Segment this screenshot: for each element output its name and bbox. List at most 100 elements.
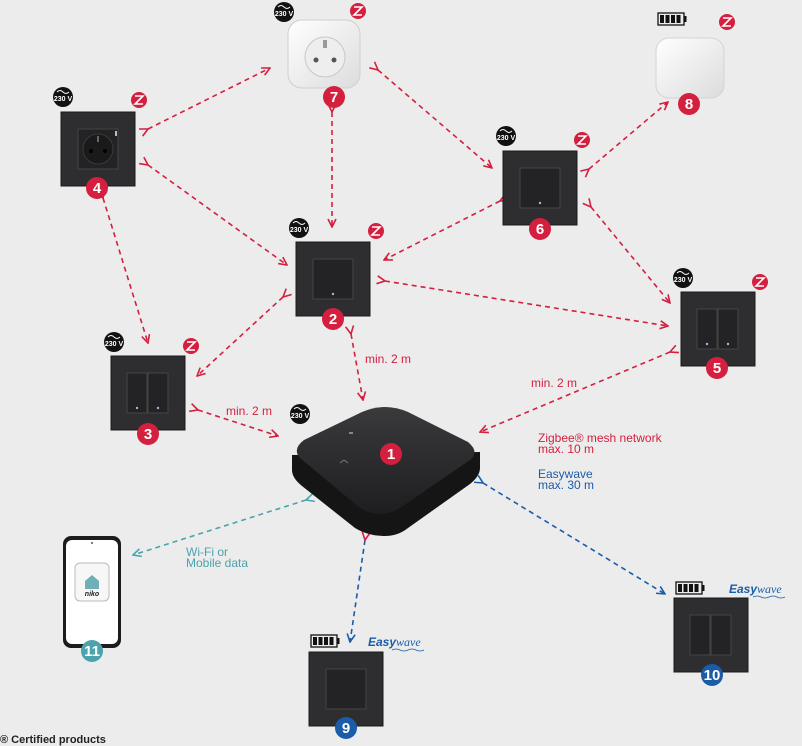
zigbee-z-icon-2	[368, 223, 384, 239]
voltage-label-2: 230 V	[290, 227, 309, 234]
number-badge-1	[380, 443, 402, 465]
battery-icon-10	[675, 581, 705, 595]
number-badge-4	[86, 177, 108, 199]
distance-label-5-1: min. 2 m	[531, 376, 578, 390]
number-badge-5	[706, 357, 728, 379]
link-2-5	[385, 281, 668, 326]
device-11-phone[interactable]: niko 11	[63, 536, 121, 662]
zigbee-z-icon-5	[752, 274, 768, 290]
zigbee-z-icon-8	[719, 14, 735, 30]
voltage-badge-2: 230 V	[289, 218, 309, 238]
switch-rocker-5a	[696, 308, 718, 350]
easywave-logo-part1-10: Easy	[729, 582, 758, 596]
svg-text:Easywave: Easywave	[729, 582, 782, 596]
easywave-range-label: max. 30 m	[538, 478, 595, 492]
link-7-4	[148, 68, 270, 129]
number-label-2: 2	[329, 311, 337, 328]
hub-led	[349, 432, 353, 434]
socket-pin-4	[97, 136, 99, 142]
number-label-4: 4	[93, 180, 102, 197]
home-icon	[85, 575, 99, 589]
distance-label-3-1: min. 2 m	[226, 404, 273, 418]
voltage-label-5: 230 V	[674, 277, 693, 284]
switch-rocker-9	[325, 668, 367, 710]
device-7-plug[interactable]: 230 V 7	[274, 2, 366, 108]
number-label-5: 5	[713, 360, 721, 377]
device-2-switch[interactable]: 230 V 2	[289, 218, 384, 330]
number-badge-3	[137, 423, 159, 445]
easywave-logo-part2-10: wave	[757, 582, 782, 596]
device-8-sensor[interactable]: 8	[655, 12, 735, 115]
device-9-switch[interactable]: Easywave 9	[308, 634, 425, 739]
easywave-label: Easywave	[538, 467, 593, 481]
link-1-9	[350, 540, 365, 642]
svg-text:Easywave: Easywave	[368, 635, 421, 649]
socket-cup-4	[82, 133, 114, 165]
device-1-hub[interactable]: 230 V 1	[290, 404, 480, 536]
device-10-switch[interactable]: Easywave 10	[673, 581, 786, 686]
number-badge-6	[529, 218, 551, 240]
link-2-1	[351, 334, 363, 400]
plug-hole-7a	[313, 57, 319, 63]
zigbee-z-icon-4	[131, 92, 147, 108]
link-4-2	[148, 165, 287, 265]
link-2-3	[197, 297, 283, 376]
switch-led-3b	[156, 406, 160, 410]
easywave-logo-part1-9: Easy	[368, 635, 397, 649]
switch-led-6	[538, 201, 542, 205]
socket-hole-4a	[89, 149, 93, 153]
phone-camera-11	[91, 542, 93, 544]
zigbee-mesh-label: Zigbee® mesh network	[538, 431, 662, 445]
zigbee-z-icon-7	[350, 3, 366, 19]
number-badge-8	[678, 93, 700, 115]
switch-led-3a	[135, 406, 139, 410]
device-6-switch[interactable]: 230 V 6	[496, 126, 590, 240]
voltage-badge-5: 230 V	[673, 268, 693, 288]
voltage-badge-6: 230 V	[496, 126, 516, 146]
number-label-10: 10	[704, 667, 721, 684]
link-8-6	[589, 102, 668, 169]
switch-rocker-10b	[710, 614, 732, 656]
zigbee-z-icon-6	[574, 132, 590, 148]
link-5-1	[480, 352, 670, 432]
voltage-badge-7: 230 V	[274, 2, 294, 22]
device-5-switch[interactable]: 230 V 5	[673, 268, 768, 379]
device-4-socket[interactable]: 230 V 4	[53, 87, 147, 199]
certified-footnote: ® Certified products	[0, 734, 106, 746]
voltage-label-1: 230 V	[291, 413, 310, 420]
number-badge-11	[81, 640, 103, 662]
link-6-2	[384, 201, 500, 260]
distance-label-2-1: min. 2 m	[365, 352, 412, 366]
switch-rocker-3a	[126, 372, 148, 414]
number-badge-2	[322, 308, 344, 330]
number-label-7: 7	[330, 89, 338, 106]
voltage-label-3: 230 V	[105, 341, 124, 348]
link-1-11	[133, 500, 306, 555]
device-3-switch[interactable]: 230 V 3	[104, 332, 199, 445]
wifi-links	[133, 500, 306, 555]
wifi-label: Wi-Fi or	[186, 545, 228, 559]
mobile-data-label: Mobile data	[186, 556, 249, 570]
number-badge-7	[323, 86, 345, 108]
easywave-links	[350, 483, 665, 642]
link-1-10	[483, 483, 665, 594]
battery-icon-8	[657, 12, 687, 26]
easywave-logo-part2-9: wave	[396, 635, 421, 649]
zigbee-z-icon-3	[183, 338, 199, 354]
number-label-6: 6	[536, 221, 544, 238]
zigbee-links	[103, 68, 670, 436]
voltage-label-7: 230 V	[275, 11, 294, 18]
plug-pin-7	[323, 40, 327, 48]
switch-rocker-3b	[147, 372, 169, 414]
switch-led-5b	[726, 342, 730, 346]
number-badge-9	[335, 717, 357, 739]
number-label-9: 9	[342, 720, 350, 737]
zigbee-range-label: max. 10 m	[538, 442, 595, 456]
battery-icon-9	[310, 634, 340, 648]
socket-hole-4b	[103, 149, 107, 153]
number-label-8: 8	[685, 96, 693, 113]
number-label-11: 11	[84, 643, 100, 660]
voltage-label-6: 230 V	[497, 135, 516, 142]
number-label-1: 1	[387, 446, 395, 463]
